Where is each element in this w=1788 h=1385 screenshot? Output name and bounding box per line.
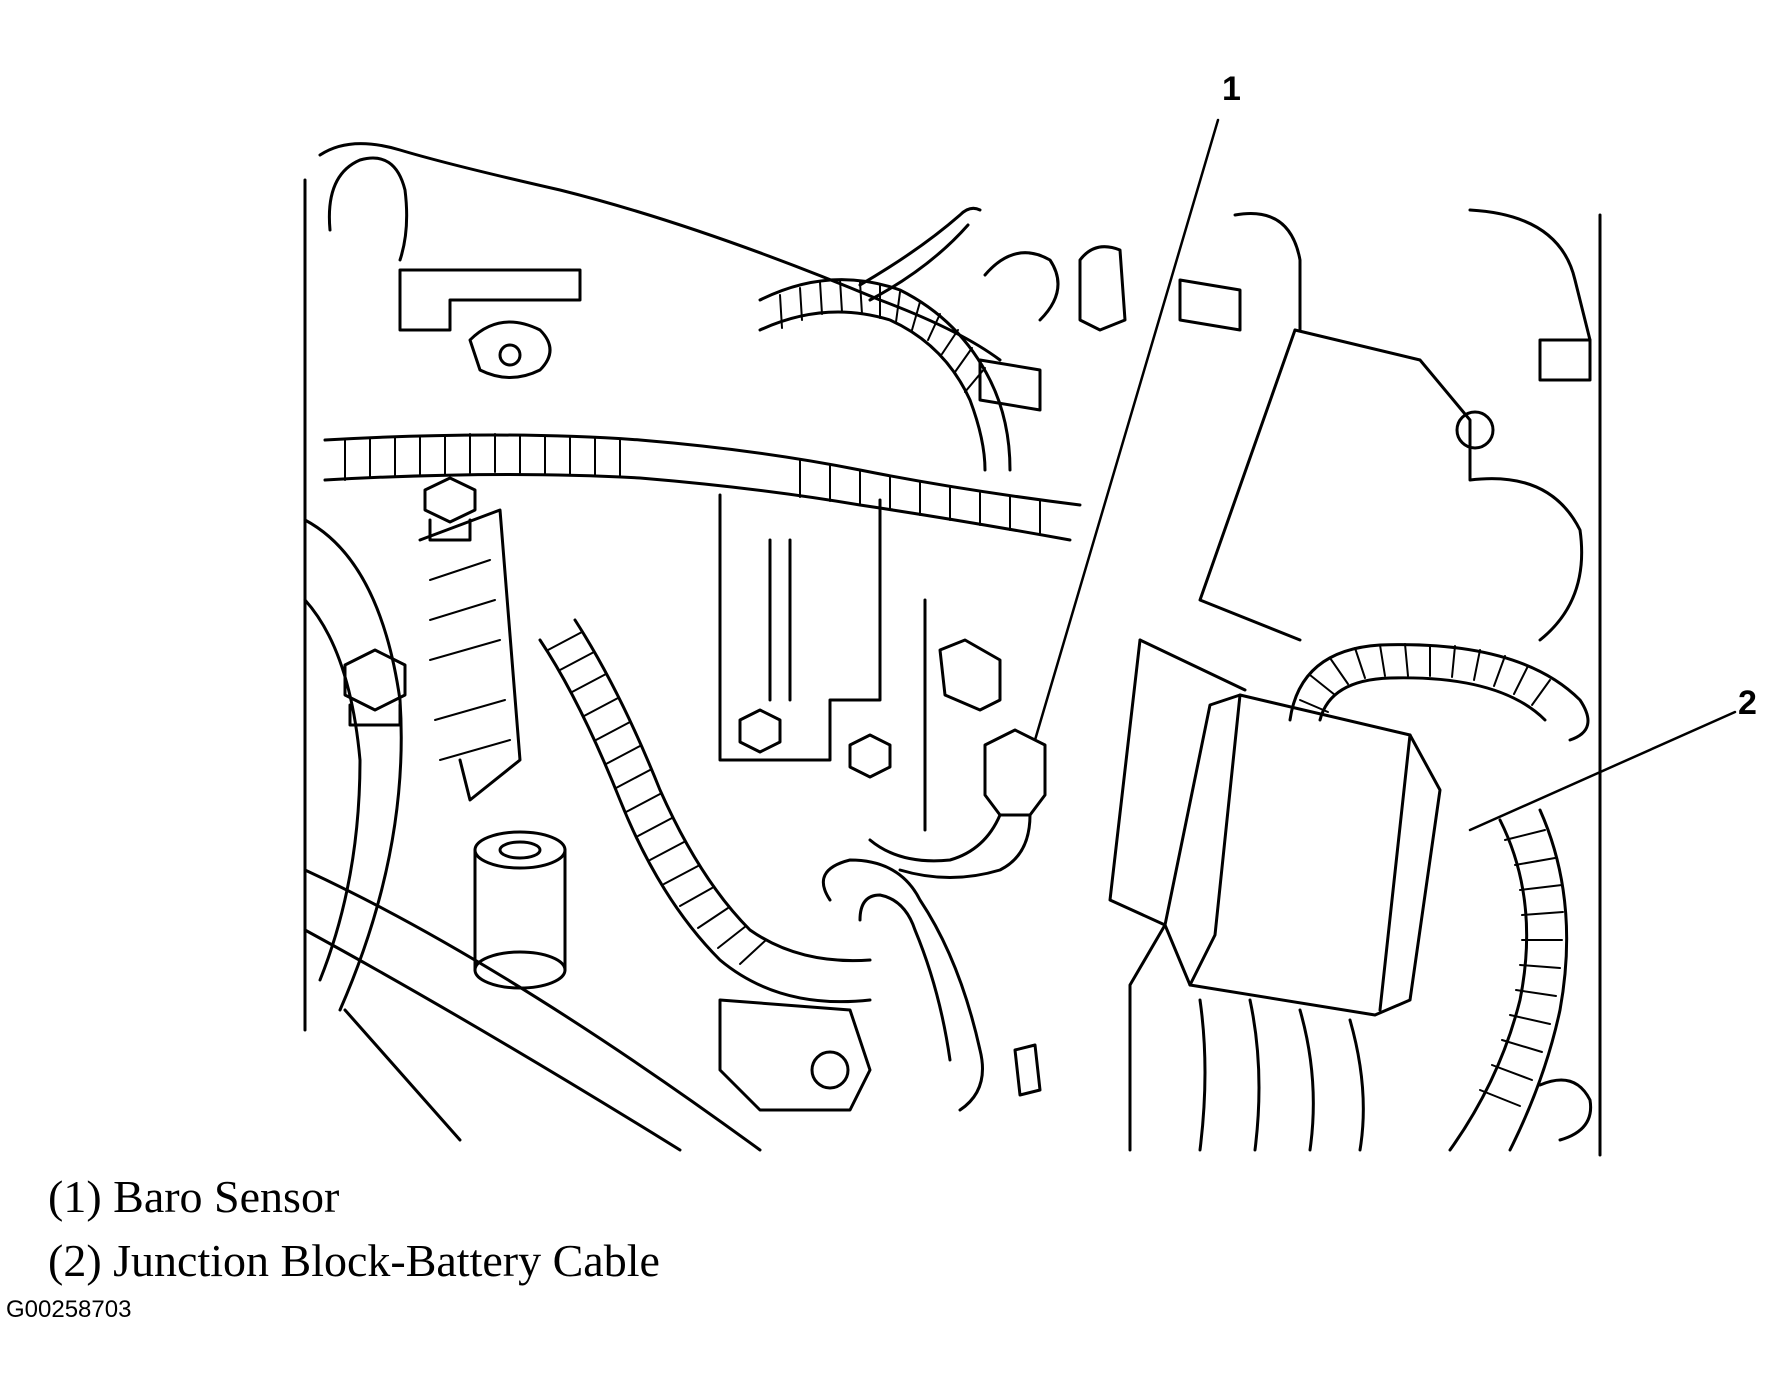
callout-2-number[interactable]: 2	[1738, 684, 1757, 722]
baro-sensor-mount	[938, 638, 1002, 712]
top-right-cover	[1233, 212, 1302, 332]
callout-2-leader[interactable]	[1468, 710, 1737, 832]
top-fitting	[1078, 245, 1127, 332]
junction-block-lip	[1378, 733, 1412, 1012]
junction-block-inner-edge	[1188, 693, 1242, 987]
right-end-cap	[1538, 1078, 1593, 1142]
right-vertical-harness	[1448, 818, 1529, 1152]
top-fitting-hose	[983, 251, 1060, 322]
junction-block-back	[1138, 638, 1247, 692]
post-hole	[498, 840, 542, 860]
left-vertical-harness-inner	[573, 618, 872, 963]
upper-harness	[758, 278, 1012, 472]
bolt-top-left	[423, 476, 477, 542]
lower-loop-harness	[821, 858, 984, 1112]
callout-1-number[interactable]: 1	[1222, 70, 1241, 108]
top-right-far	[1468, 208, 1592, 342]
legend-item-1: (1) Baro Sensor	[48, 1171, 340, 1222]
right-lower-bundle	[1198, 998, 1365, 1152]
right-harness-loop-inner	[1318, 676, 1547, 722]
bolt-bracket-1	[738, 708, 782, 754]
linkage-pivot	[498, 343, 522, 367]
top-right-block	[1538, 338, 1592, 382]
bolt-bracket-2	[848, 733, 892, 779]
lower-center-stud	[1013, 1043, 1042, 1097]
junction-block-side	[1128, 923, 1167, 1152]
coil-pack-top	[1293, 328, 1584, 642]
main-harness-ribs	[344, 433, 1041, 536]
hose-clamp	[978, 358, 1042, 412]
right-vertical-ribs	[1479, 829, 1564, 1107]
right-vertical-harness-2	[1508, 808, 1569, 1152]
figure-id: G00258703	[6, 1296, 132, 1323]
left-pulley-arc	[303, 518, 403, 1012]
coil-pack-edge	[1198, 328, 1302, 642]
left-harness-ribs	[547, 631, 767, 965]
intake-upper-rim	[327, 156, 409, 262]
upper-harness-ribs	[779, 279, 986, 393]
mounting-bracket	[718, 493, 882, 762]
junction-block-housing	[1163, 693, 1442, 1017]
main-horizontal-harness-lower	[323, 472, 1072, 542]
left-vertical-harness	[538, 638, 872, 1004]
upper-harness-inner	[758, 310, 987, 472]
left-bracket-plate	[418, 508, 522, 802]
throttle-body	[398, 268, 582, 332]
baro-sensor-body	[983, 728, 1047, 817]
main-horizontal-harness	[323, 433, 1082, 507]
top-right-grommet	[1455, 410, 1495, 450]
baro-sensor-wires-2	[898, 813, 1032, 879]
top-fitting-2	[1178, 278, 1242, 332]
post-top	[473, 830, 567, 870]
vacuum-hose-2	[868, 223, 970, 302]
vacuum-hose	[858, 206, 982, 287]
post-bottom	[473, 950, 567, 990]
lower-rail-3	[343, 1008, 462, 1142]
lower-center-hole	[810, 1050, 850, 1090]
callout-1-leader[interactable]	[1033, 118, 1220, 742]
intake-manifold-outline	[318, 142, 1002, 362]
lower-rail-2	[303, 928, 682, 1152]
left-bracket-teeth	[429, 559, 511, 761]
junction-block-back-left	[1108, 638, 1167, 927]
legend-item-2: (2) Junction Block-Battery Cable	[48, 1235, 660, 1286]
lower-loop-harness-inner	[858, 893, 952, 1062]
post-body	[473, 848, 567, 972]
baro-sensor-wires	[868, 813, 1002, 863]
left-pulley-inner	[303, 598, 362, 982]
right-harness-loop	[1288, 643, 1590, 742]
lower-center-bracket	[718, 998, 872, 1112]
right-harness-ribs	[1299, 643, 1551, 713]
lower-rail-1	[303, 868, 762, 1152]
throttle-linkage	[468, 320, 552, 379]
